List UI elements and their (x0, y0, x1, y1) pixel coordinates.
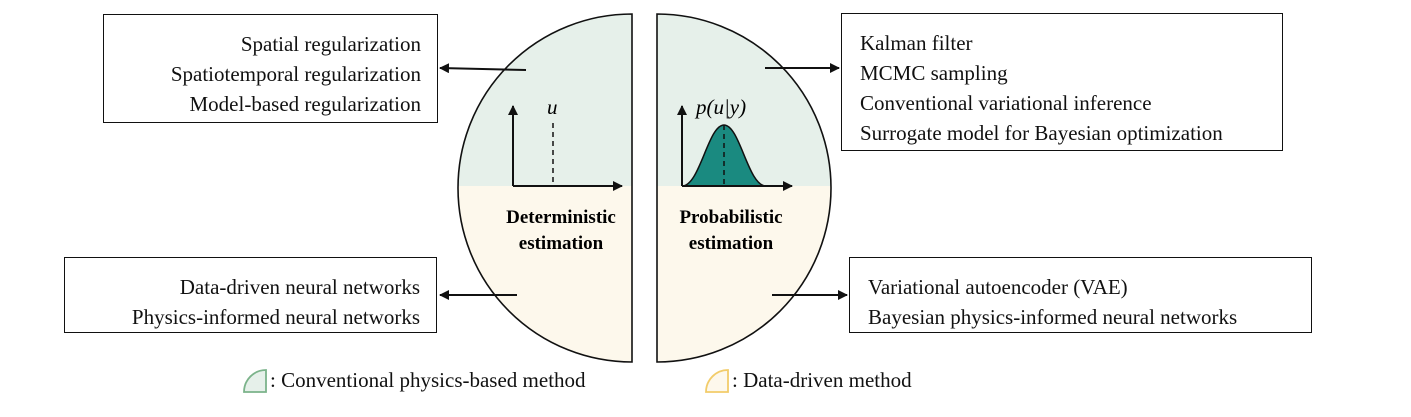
method-item: Variational autoencoder (VAE) (868, 275, 1128, 299)
legend-data-label: : Data-driven method (732, 368, 912, 392)
box-bottom-right-methods: Variational autoencoder (VAE) Bayesian p… (849, 257, 1312, 333)
method-item: Model-based regularization (189, 92, 422, 116)
method-item: MCMC sampling (860, 61, 1008, 85)
data-legend-icon (705, 369, 729, 393)
box-top-left-methods: Spatial regularization Spatiotemporal re… (103, 14, 438, 123)
physics-region-right (657, 14, 831, 186)
probabilistic-half: p(u|y) Probabilistic estimation (656, 13, 832, 363)
method-item: Spatiotemporal regularization (170, 62, 421, 86)
method-item: Kalman filter (860, 31, 973, 55)
method-item: Surrogate model for Bayesian optimizatio… (860, 121, 1223, 145)
right-title-line1: Probabilistic (679, 207, 782, 228)
method-item: Conventional variational inference (860, 91, 1152, 115)
box-top-right-methods: Kalman filter MCMC sampling Conventional… (841, 13, 1283, 151)
left-axis-label: u (547, 95, 558, 119)
left-title-line2: estimation (519, 233, 604, 254)
right-title-line2: estimation (689, 233, 774, 254)
deterministic-half: u Deterministic estimation (457, 13, 633, 363)
legend-physics-label: : Conventional physics-based method (270, 368, 586, 392)
method-item: Spatial regularization (240, 32, 421, 56)
physics-region-left (458, 14, 632, 186)
physics-legend-icon (243, 369, 267, 393)
right-half-outline (656, 13, 832, 363)
method-item: Bayesian physics-informed neural network… (868, 305, 1238, 329)
box-bottom-left-methods: Data-driven neural networks Physics-info… (64, 257, 437, 333)
arrow-to-top-left (439, 63, 527, 74)
left-half-outline (457, 13, 633, 363)
method-item: Physics-informed neural networks (131, 305, 420, 329)
method-item: Data-driven neural networks (179, 275, 420, 299)
left-title-line1: Deterministic (506, 207, 616, 228)
right-axis-label: p(u|y) (694, 95, 746, 119)
